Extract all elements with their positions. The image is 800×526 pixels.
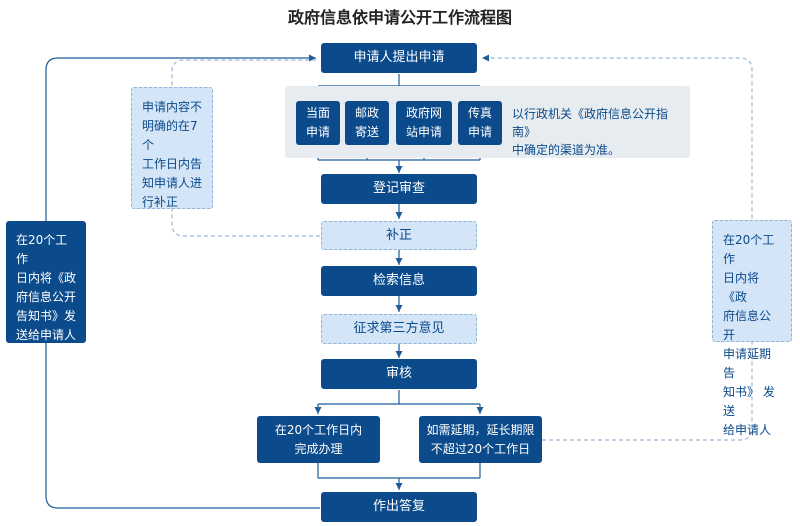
- extension-note: 在20个工作 日内将《政 府信息公开 申请延期告 知书》 发送 给申请人: [712, 220, 792, 437]
- channel-website: 政府网 站申请: [396, 101, 452, 145]
- apply-node: 申请人提出申请: [321, 43, 477, 73]
- extend-node: 如需延期，延长期限 不超过20个工作日: [419, 416, 542, 463]
- register-label: 登记审查: [372, 181, 425, 196]
- channels-note: 以行政机关《政府信息公开指南》 中确定的渠道为准。: [512, 107, 669, 157]
- channel-fax-label: 传真 申请: [467, 106, 492, 139]
- complete-20-label: 在20个工作日内 完成办理: [274, 422, 363, 456]
- incomplete-request-note-text: 申请内容不 明确的在7个 工作日内告 知申请人进 行补正: [142, 100, 203, 209]
- reply-label: 作出答复: [372, 499, 425, 514]
- channel-mail: 邮政 寄送: [345, 101, 389, 145]
- notice-note-text: 在20个工作 日内将《政 府信息公开 告知书》发 送给申请人: [16, 233, 77, 342]
- notice-note: 在20个工作 日内将《政 府信息公开 告知书》发 送给申请人: [6, 221, 86, 343]
- supplement-node: 补正: [321, 221, 477, 250]
- search-label: 检索信息: [372, 273, 425, 288]
- search-node: 检索信息: [321, 266, 477, 296]
- supplement-label: 补正: [385, 227, 412, 243]
- page-title: 政府信息依申请公开工作流程图: [287, 8, 512, 27]
- channel-in-person: 当面 申请: [296, 101, 340, 145]
- review-label: 审核: [385, 366, 412, 381]
- channel-website-label: 政府网 站申请: [405, 106, 442, 139]
- third-party-label: 征求第三方意见: [353, 321, 445, 336]
- complete-20-node: 在20个工作日内 完成办理: [257, 416, 380, 463]
- review-node: 审核: [321, 359, 477, 389]
- channel-mail-label: 邮政 寄送: [354, 106, 379, 139]
- reply-node: 作出答复: [321, 492, 477, 522]
- apply-label: 申请人提出申请: [353, 50, 445, 65]
- incomplete-request-note: 申请内容不 明确的在7个 工作日内告 知申请人进 行补正: [131, 87, 213, 209]
- channel-in-person-label: 当面 申请: [305, 106, 330, 139]
- extend-label: 如需延期，延长期限 不超过20个工作日: [426, 422, 535, 456]
- third-party-node: 征求第三方意见: [321, 314, 477, 344]
- extension-note-text: 在20个工作 日内将《政 府信息公开 申请延期告 知书》 发送 给申请人: [723, 233, 775, 437]
- channel-fax: 传真 申请: [458, 101, 502, 145]
- register-node: 登记审查: [321, 174, 477, 204]
